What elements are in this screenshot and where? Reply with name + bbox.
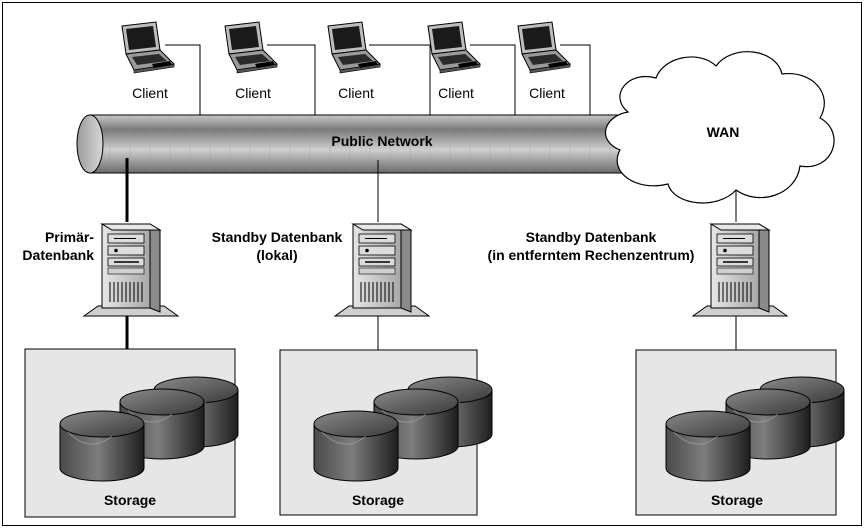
client-connections bbox=[165, 44, 591, 115]
client-label: Client bbox=[338, 85, 374, 101]
client-laptop-icon bbox=[327, 21, 381, 74]
storage-box: Storage bbox=[279, 349, 492, 516]
standby-local-label: Standby Datenbank bbox=[212, 229, 343, 245]
standby-remote-label: (in entferntem Rechenzentrum) bbox=[488, 247, 695, 263]
wan-label: WAN bbox=[707, 124, 740, 140]
client-laptop-icon bbox=[517, 21, 571, 74]
client-laptop-icon bbox=[427, 21, 481, 74]
server-tower-icon bbox=[334, 223, 430, 317]
storage-label: Storage bbox=[711, 492, 763, 508]
client-label: Client bbox=[438, 85, 474, 101]
storage-label: Storage bbox=[104, 492, 156, 508]
standby-remote-label: Standby Datenbank bbox=[526, 229, 657, 245]
server-tower-icon bbox=[83, 223, 179, 317]
primary-server-label: Primär- bbox=[45, 229, 94, 245]
client-label: Client bbox=[235, 85, 271, 101]
public-network-label: Public Network bbox=[331, 133, 432, 149]
client-label: Client bbox=[529, 85, 565, 101]
public-network-pipe bbox=[76, 114, 690, 174]
client-laptop-icon bbox=[121, 21, 175, 74]
wan-cloud bbox=[604, 51, 835, 204]
client-laptop-icon bbox=[224, 21, 278, 74]
storage-box: Storage bbox=[635, 349, 844, 516]
storage-box: Storage bbox=[24, 348, 238, 518]
primary-server-label: Datenbank bbox=[22, 247, 94, 263]
server-tower-icon bbox=[692, 223, 788, 317]
client-label: Client bbox=[132, 85, 168, 101]
storage-label: Storage bbox=[352, 492, 404, 508]
standby-local-label: (lokal) bbox=[256, 247, 297, 263]
